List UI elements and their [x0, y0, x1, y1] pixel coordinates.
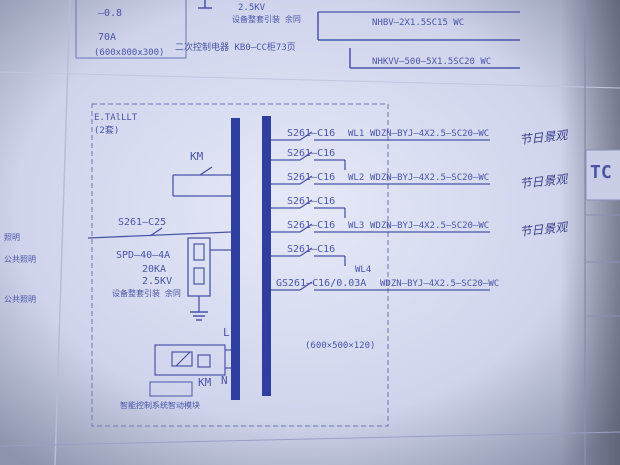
circuit-handwritten-3: 节日景观 [519, 172, 570, 191]
circuit-breaker-label-1: S261—C16 [287, 128, 335, 139]
circuit-cable-7: WDZN—BYJ—4X2.5—SC20—WC [380, 279, 499, 289]
bus-n-label: N [221, 374, 228, 387]
circuit-breaker-label-5: S261—C16 [287, 220, 335, 231]
title-block-text: TC [590, 162, 612, 183]
control-coil-diag [175, 351, 191, 367]
circuit-breaker-label-6: S261—C16 [287, 244, 335, 255]
margin-text-1: 照明 [4, 233, 20, 242]
circuit-wl-1: WL1 [348, 129, 364, 139]
circuit-switch-5 [299, 223, 313, 233]
spd-kv: 2.5KV [142, 276, 172, 287]
circuit-handwritten-1: 节日景观 [519, 128, 570, 147]
main-breaker-switch [149, 227, 163, 237]
control-section: L N KM 智能控制系统智动模块 [120, 326, 231, 410]
spd-element-2 [193, 267, 205, 285]
margin-text-3: 公共照明 [4, 295, 36, 304]
control-relay [197, 354, 211, 368]
cable1: NHBV—2X1.5SC15 WC [372, 18, 464, 28]
km-top-switch [199, 166, 213, 176]
circuit-breaker-label-2: S261—C16 [287, 148, 335, 159]
panel-sub: (2套) [94, 124, 119, 136]
top-line2: 70A [98, 32, 116, 43]
circuit-wl-5: WL3 [348, 221, 364, 231]
spd-element-1 [193, 243, 205, 261]
top-block: —0.8 70A (600x800x300) 2.5KV 设备整套引装 余同 二… [75, 0, 520, 69]
spd-note: 设备整套引装 余同 [112, 288, 181, 298]
circuit-switch-2 [299, 151, 313, 161]
circuit-switch-1 [299, 131, 313, 141]
top-line3: (600x800x300) [94, 48, 164, 58]
top-box [75, 0, 187, 59]
cabinet-note: 二次控制电器 KB0—CC柜73页 [175, 41, 296, 53]
spd-label: SPD—40—4A [116, 250, 170, 261]
circuit-breaker-label-3: S261—C16 [287, 172, 335, 183]
frame-line-bottom [0, 431, 620, 447]
main-breaker-label: S261—C25 [118, 217, 166, 228]
fold-line-left [54, 0, 71, 465]
circuit-switch-7 [299, 281, 313, 291]
top-kv-note: 2.5KV [238, 3, 266, 13]
circuit-switch-3 [299, 175, 313, 185]
panel-boundary [91, 103, 389, 427]
title-block-edge [585, 149, 620, 201]
main-breaker-wire [87, 231, 232, 239]
circuit-handwritten-5: 节日景观 [519, 220, 570, 239]
circuit-wl-3: WL2 [348, 173, 364, 183]
box-size: (600×500×120) [305, 341, 375, 351]
control-note: 智能控制系统智动模块 [120, 400, 200, 410]
circuit-wl-7: WL4 [355, 265, 371, 275]
busbar-left [231, 118, 240, 400]
spd-group: SPD—40—4A 20KA 2.5KV 设备整套引装 余同 [112, 237, 231, 321]
km-bottom-label: KM [198, 376, 212, 389]
bus-l-label: L [223, 326, 230, 339]
circuit-breaker-label-4: S261—C16 [287, 196, 335, 207]
km-contact-top: KM [172, 150, 231, 197]
margin-text-2: 公共照明 [4, 255, 36, 264]
control-module [149, 381, 193, 397]
top-line1: —0.8 [98, 8, 122, 19]
top-cn-note: 设备整套引装 余同 [232, 14, 301, 24]
main-breaker: S261—C25 [87, 217, 232, 239]
control-box [154, 344, 226, 376]
circuit-cable-1: WDZN—BYJ—4X2.5—SC20—WC [370, 129, 489, 139]
busbar-right [262, 116, 271, 396]
fold-line-top [0, 71, 620, 89]
spd-a: 20KA [142, 264, 166, 275]
circuit-breaker-label-7: GS261—C16/0.03A [276, 278, 366, 289]
right-shadow [560, 0, 620, 465]
panel-code: E.TAlLLT [94, 113, 138, 123]
circuit-cable-5: WDZN—BYJ—4X2.5—SC20—WC [370, 221, 489, 231]
km-top-label: KM [190, 150, 204, 163]
circuit-cable-3: WDZN—BYJ—4X2.5—SC20—WC [370, 173, 489, 183]
circuit-switch-4 [299, 199, 313, 209]
cable2: NHKVV—500—5X1.5SC20 WC [372, 57, 491, 67]
circuit-switch-6 [299, 247, 313, 257]
control-coil [171, 351, 193, 367]
